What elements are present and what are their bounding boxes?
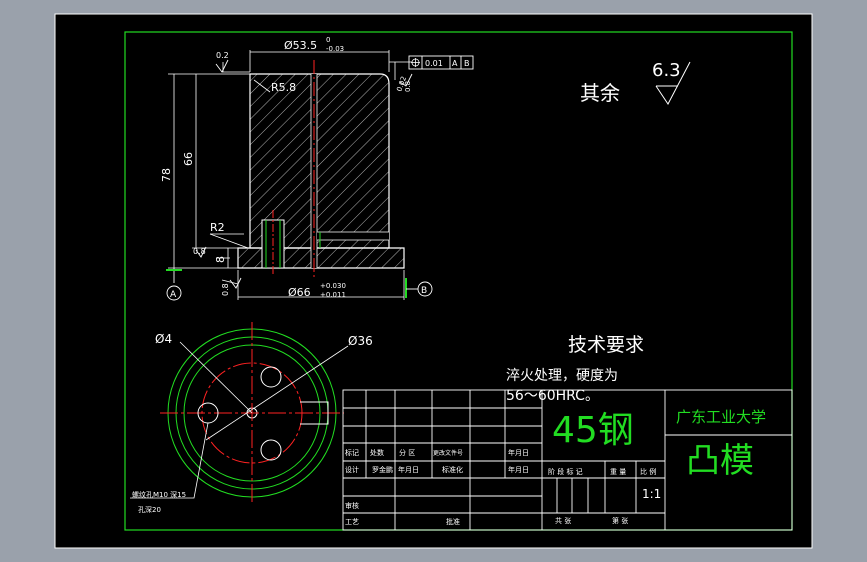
review-label: 审核 xyxy=(345,501,359,510)
process-label: 工艺 xyxy=(345,518,359,526)
circle-dia-label: Ø36 xyxy=(348,334,373,348)
header-date-2: 年月日 xyxy=(508,465,529,474)
part-name: 凸模 xyxy=(686,441,754,481)
designer-name: 罗金鹏 xyxy=(372,465,393,474)
roughness-base-label: 0.8 xyxy=(193,247,206,256)
sheets-total: 共 张 xyxy=(555,516,571,525)
datum-a-label: A xyxy=(170,290,177,300)
header-zone: 分 区 xyxy=(399,448,415,457)
surface-note: 其余 6.3 xyxy=(580,60,691,105)
top-dia-upper: 0 xyxy=(326,36,330,44)
surface-note-label: 其余 xyxy=(580,81,620,105)
hole-dia-label: Ø4 xyxy=(155,332,172,346)
section-view xyxy=(237,60,405,280)
datum-b-label: B xyxy=(421,286,427,296)
roughness-symbol-flange xyxy=(229,277,242,289)
header-count: 处数 xyxy=(370,448,384,457)
header-date-1: 年月日 xyxy=(508,448,529,457)
thread-note: 螺纹孔M10 深15 xyxy=(132,490,186,499)
roughness-top-label: 0.2 xyxy=(216,51,229,60)
material-label: 45钢 xyxy=(552,410,634,451)
roughness-symbol-general xyxy=(655,61,691,105)
design-date: 年月日 xyxy=(398,465,419,474)
tech-req-line-1: 淬火处理，硬度为 xyxy=(506,368,618,384)
body-height-label: 66 xyxy=(182,152,195,166)
header-change-doc: 更改文件号 xyxy=(433,449,463,457)
roughness-symbol-top xyxy=(215,59,229,73)
corner-radius-label: R5.8 xyxy=(271,81,296,94)
approve-label: 批准 xyxy=(446,517,460,526)
fillet-radius-label: R2 xyxy=(210,221,225,234)
stage-mark-header: 阶 段 标 记 xyxy=(548,467,583,476)
dimension-lines xyxy=(168,50,412,300)
roughness-symbol-side xyxy=(399,73,413,87)
overall-height-label: 78 xyxy=(160,168,173,182)
gdt-datum-a: A xyxy=(452,59,458,68)
roughness-symbol-base xyxy=(195,246,207,258)
title-block xyxy=(342,389,793,531)
tech-req-title: 技术要求 xyxy=(568,334,644,356)
base-dia-label: Ø66 xyxy=(288,286,311,299)
datum-b-marker xyxy=(405,278,433,298)
top-dia-lower: -0.03 xyxy=(326,45,344,53)
design-label: 设计 xyxy=(345,465,359,474)
gdt-frame xyxy=(408,55,474,70)
gdt-tolerance: 0.01 xyxy=(425,59,443,68)
standardization-label: 标准化 xyxy=(442,465,463,474)
roughness-side-label: 0.8 xyxy=(404,81,412,92)
gdt-datum-b: B xyxy=(464,59,470,68)
top-dia-label: Ø53.5 xyxy=(284,39,317,52)
scale-header: 比 例 xyxy=(640,467,656,476)
base-dia-lower: +0.011 xyxy=(320,291,346,299)
header-mark: 标记 xyxy=(345,448,359,457)
base-dia-upper: +0.030 xyxy=(320,282,346,290)
scale-value: 1:1 xyxy=(642,487,661,501)
tech-requirements: 技术要求 淬火处理，硬度为 56～60HRC。 xyxy=(506,334,644,404)
depth-note: 孔深20 xyxy=(138,505,161,514)
weight-header: 重 量 xyxy=(610,468,626,476)
school-name: 广东工业大学 xyxy=(676,408,766,426)
top-view xyxy=(130,322,349,504)
surface-note-value: 6.3 xyxy=(652,60,681,81)
datum-a-marker xyxy=(166,268,182,301)
roughness-flange-label: 0.8 xyxy=(221,283,230,296)
flange-height-label: 8 xyxy=(214,256,227,263)
sheet-number: 第 张 xyxy=(612,516,628,525)
tech-req-line-2: 56～60HRC。 xyxy=(506,388,599,404)
